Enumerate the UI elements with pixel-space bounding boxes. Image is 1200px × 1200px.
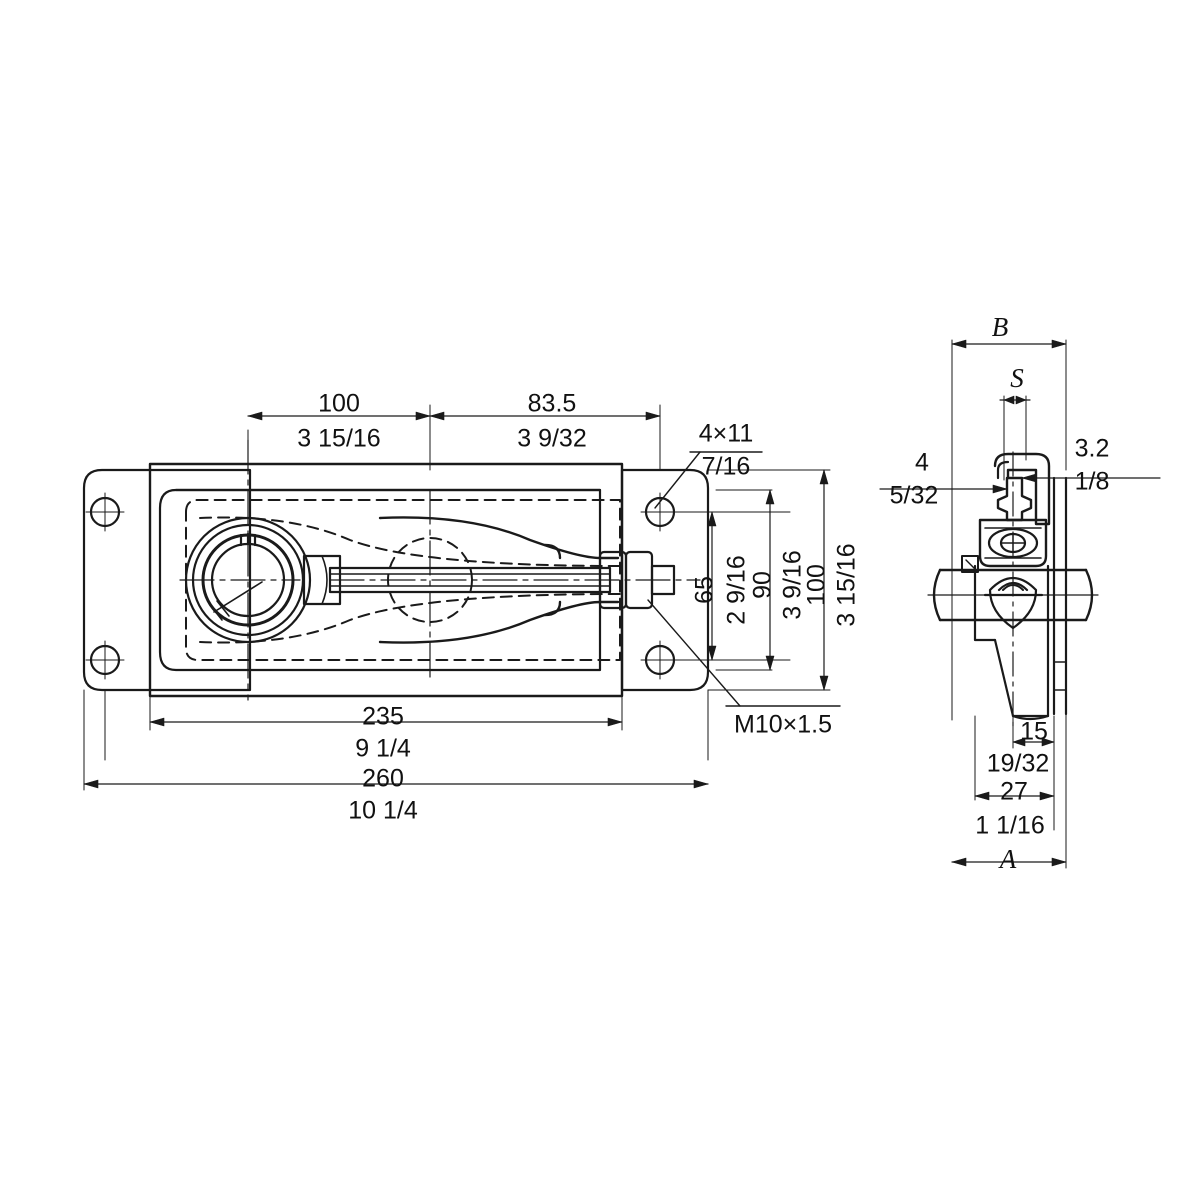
arrow-90-top (765, 489, 775, 505)
callout-holes-mm: 4×11 (699, 420, 753, 448)
fork-arm-top (378, 516, 620, 560)
bearing-housing (978, 518, 1048, 568)
arrow-65-top (707, 511, 717, 527)
arrow-835-right (645, 411, 661, 421)
dim-27-in: 1 1/16 (975, 812, 1045, 840)
dim-835-in: 3 9/32 (517, 425, 587, 453)
arrow-A-right (1051, 857, 1067, 867)
bracket-bottom-round (1011, 714, 1050, 721)
rail-hook-inner (996, 460, 1010, 480)
dim-90-mm: 90 (749, 571, 777, 599)
arrow-B-left (951, 339, 967, 349)
right-mount-plate (620, 468, 710, 692)
side-view-dimensions (879, 339, 1161, 869)
arrow-235-left (149, 717, 165, 727)
front-view-geometry (82, 439, 710, 701)
bracket-left-edge (973, 564, 997, 642)
label-B: B (992, 312, 1009, 342)
fork-fillet-bottom (543, 600, 562, 617)
vertical-plate (1052, 476, 1068, 716)
arrow-260-right (693, 779, 709, 789)
plate-marks (1053, 661, 1067, 691)
dim-4-in: 5/32 (890, 482, 939, 510)
set-screw-slot (965, 559, 975, 569)
dim-15-mm: 15 (1020, 718, 1048, 746)
housing-rounded-plate (158, 488, 602, 672)
dim-15-in: 19/32 (987, 750, 1050, 778)
arrow-835-left (429, 411, 445, 421)
dim-100-top-in: 3 15/16 (297, 425, 380, 453)
dim-90-in: 3 9/16 (779, 550, 807, 620)
label-A: A (998, 844, 1017, 874)
dim-235-in: 9 1/4 (355, 735, 411, 763)
arrow-100-right (415, 411, 431, 421)
dim-32-in: 1/8 (1075, 468, 1110, 496)
arrow-260-left (83, 779, 99, 789)
side-view-geometry (927, 451, 1099, 731)
callout-thread: M10×1.5 (734, 711, 832, 739)
left-mount-plate (82, 468, 252, 692)
arrow-S-left (1003, 395, 1015, 405)
dim-235-mm: 235 (362, 703, 404, 731)
arrow-235-right (607, 717, 623, 727)
front-view-dimensions (83, 404, 841, 791)
arrow-100r-bot (819, 675, 829, 691)
dim-100r-mm: 100 (803, 564, 831, 606)
dim-100-top-mm: 100 (318, 390, 360, 418)
arrow-65-bot (707, 645, 717, 661)
set-screw (961, 555, 979, 573)
fork-fillet-top (543, 543, 562, 560)
callout-holes-in: 7/16 (702, 453, 751, 481)
arrow-15-left (1012, 737, 1026, 747)
arrow-27-left (974, 791, 990, 801)
arrow-B-right (1051, 339, 1067, 349)
arrow-100r-top (819, 469, 829, 485)
dim-27-mm: 27 (1000, 778, 1028, 806)
arrow-90-bot (765, 655, 775, 671)
dim-260-in: 10 1/4 (348, 797, 418, 825)
arrow-4 (992, 484, 1008, 494)
axle-head-chamfer (321, 555, 328, 605)
leader-4x11 (654, 451, 701, 509)
leader-m10 (647, 599, 741, 707)
arrow-15-right (1041, 737, 1055, 747)
arrow-27-right (1039, 791, 1055, 801)
hidden-raceway-outline (185, 499, 621, 661)
arrow-A-left (951, 857, 967, 867)
bearing-outer-ellipse (987, 527, 1039, 559)
dim-65-mm: 65 (691, 576, 719, 604)
arrow-100-left (247, 411, 263, 421)
label-S: S (1010, 363, 1024, 393)
bearing-hatch (209, 600, 230, 621)
rail-hook-profile (993, 452, 1051, 526)
dim-100r-in: 3 15/16 (833, 543, 861, 626)
dim-260-mm: 260 (362, 765, 404, 793)
dimension-labels: 100 3 15/16 83.5 3 9/32 235 9 1/4 260 10… (297, 312, 1109, 874)
dim-835-mm: 83.5 (528, 390, 577, 418)
arrow-32 (1021, 473, 1037, 483)
arrow-S-right (1015, 395, 1027, 405)
dim-32-mm: 3.2 (1075, 435, 1110, 463)
dim-65-in: 2 9/16 (723, 555, 751, 625)
dim-4-mm: 4 (915, 449, 929, 477)
fork-arm-bottom (378, 600, 620, 644)
bracket-taper (993, 564, 1050, 718)
